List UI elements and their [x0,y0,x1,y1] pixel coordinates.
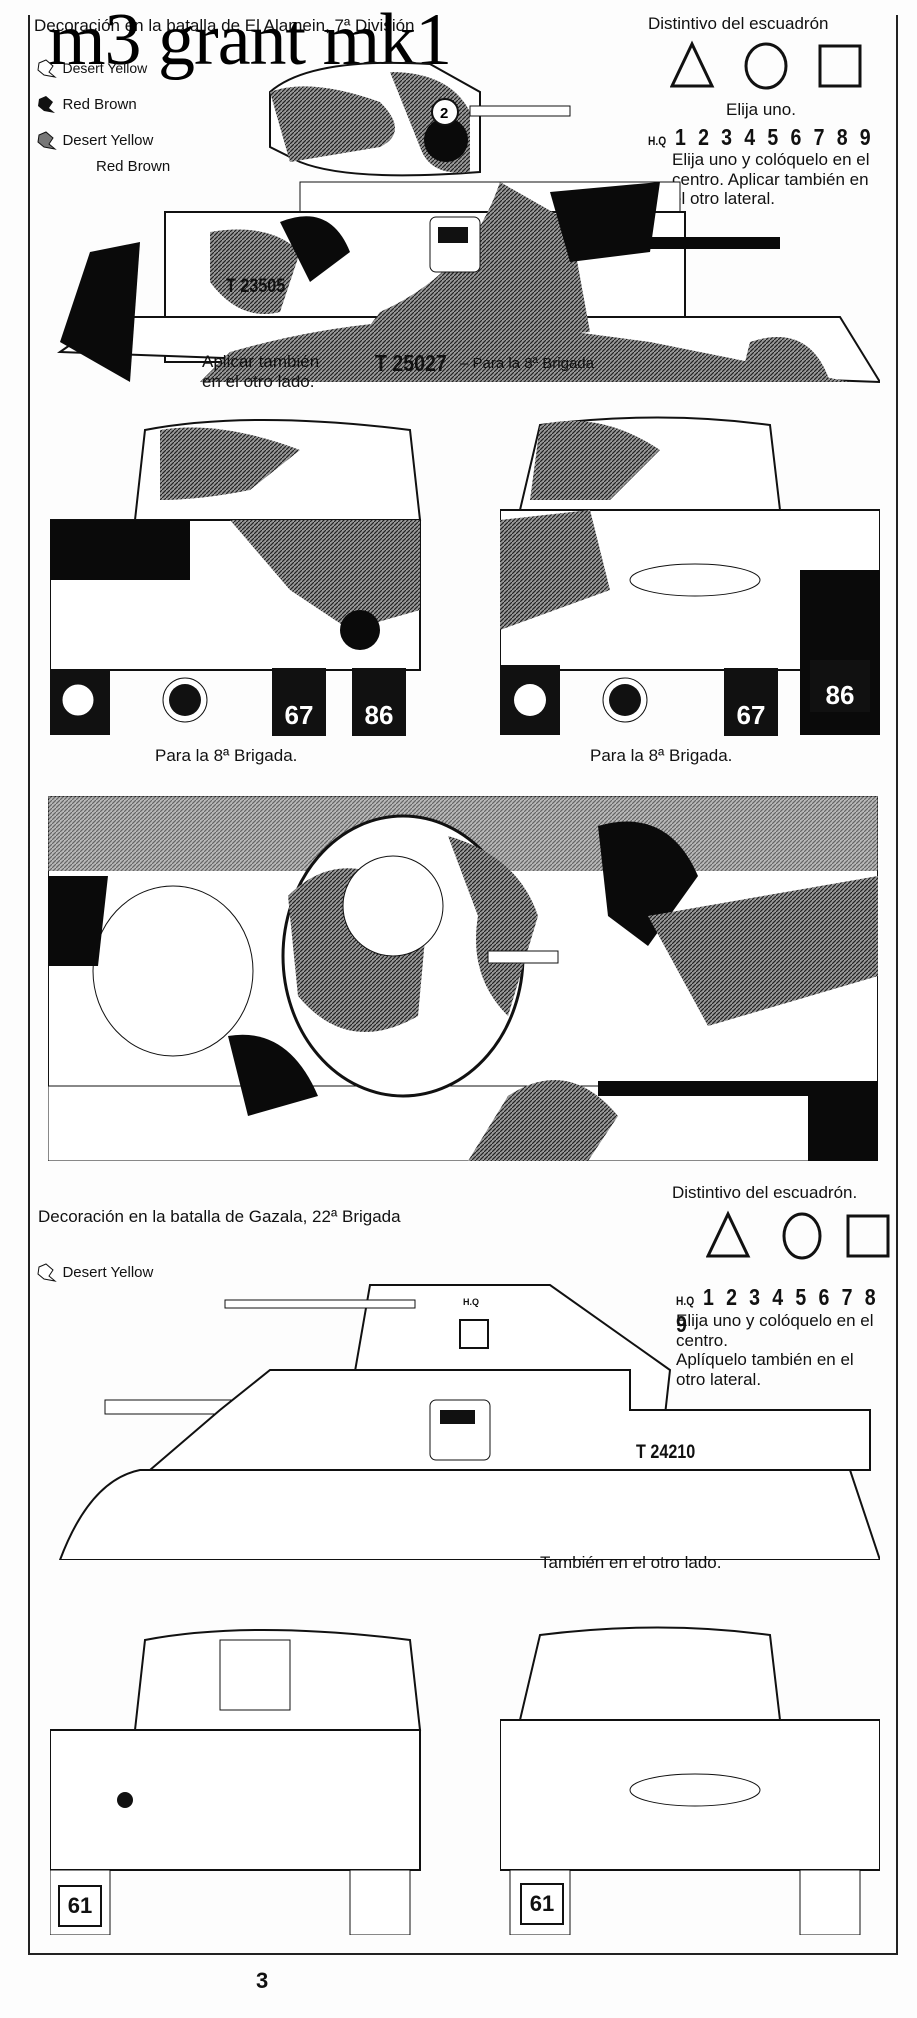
plate-61-left: 61 [58,1885,102,1927]
rear-view-caption: Para la 8ª Brigada. [590,746,733,765]
legend-label-2: Red Brown [96,158,171,175]
front-view-caption: Para la 8ª Brigada. [155,746,298,765]
squadron-symbols [670,40,862,90]
plate-67-right: 67 [724,668,778,736]
serial-t25027-note: – Para la 8ª Brigada [460,355,594,372]
plate-61-right: 61 [520,1883,564,1925]
legend-label: Desert Yellow [62,132,154,150]
hq-badge: H.Q [463,1297,480,1307]
plate-86-right: 86 [810,660,870,712]
tank-top-view-camo [48,796,878,1161]
section1-title: Decoración en la batalla de El Alamein, … [34,16,415,35]
tank-rear-view-camo [500,416,880,735]
apply-other-side-note: Aplicar también en el otro lado. [202,352,320,391]
triangle-icon [706,1210,751,1258]
turret-number: 2 [440,105,448,122]
tank-front-view-gazala [50,1629,422,1935]
place-center-note: Elija uno y colóquelo en el centro. Apli… [672,150,870,209]
numbers: 1 2 3 4 5 6 7 8 9 [674,124,875,150]
squadron-symbols-2 [706,1210,890,1260]
section2-title: Decoración en la batalla de Gazala, 22ª … [38,1207,401,1226]
serial-t23505: T 23505 [226,276,286,297]
page-frame [28,15,898,1955]
legend-label: Desert Yellow [62,60,148,77]
legend-label: Red Brown [62,96,137,114]
legend-label: Desert Yellow [62,1264,154,1282]
page-number: 3 [256,1968,269,1993]
squadron-title-2: Distintivo del escuadrón. [672,1183,858,1202]
legend-red-brown: Red Brown [36,94,137,116]
other-side-note-2: También en el otro lado. [540,1553,722,1572]
place-center-note-2: Elija uno y colóquelo en el centro. [676,1311,874,1350]
numbers: 1 2 3 4 5 6 7 8 9 [676,1284,879,1337]
swatch-hatched-icon [37,131,57,150]
hq-label: H.Q [648,134,667,148]
choose-one: Elija uno. [726,100,796,119]
plate-86-left: 86 [352,668,406,736]
tank-rear-view-gazala [500,1626,880,1935]
tank-side-view-gazala [58,1284,880,1560]
swatch-solid-icon [38,96,55,113]
apply-other-note-2: Aplíquelo también en el otro lateral. [676,1350,854,1389]
serial-t25027: T 25027 [375,350,447,376]
square-icon [818,44,862,88]
plate-67-left: 67 [272,668,326,736]
circle-icon [744,42,788,90]
legend-desert-yellow: Desert Yellow [36,58,147,80]
number-row: H.Q 1 2 3 4 5 6 7 8 9 [648,124,874,151]
legend-mixed: Desert Yellow [36,130,153,152]
tank-side-view-camo: 2 [56,61,880,384]
circle-icon [782,1212,822,1260]
number-row-2: H.Q 1 2 3 4 5 6 7 8 9 [676,1284,881,1338]
legend-desert-yellow-2: Desert Yellow [36,1262,153,1284]
squadron-title: Distintivo del escuadrón [648,14,829,33]
triangle-icon [670,40,715,88]
serial-t24210: T 24210 [636,1442,696,1463]
swatch-outline-icon [37,1263,57,1282]
hq-label: H.Q [676,1294,695,1308]
tank-front-view-camo [50,419,422,735]
swatch-outline-icon [37,59,57,78]
square-icon [846,1214,890,1258]
